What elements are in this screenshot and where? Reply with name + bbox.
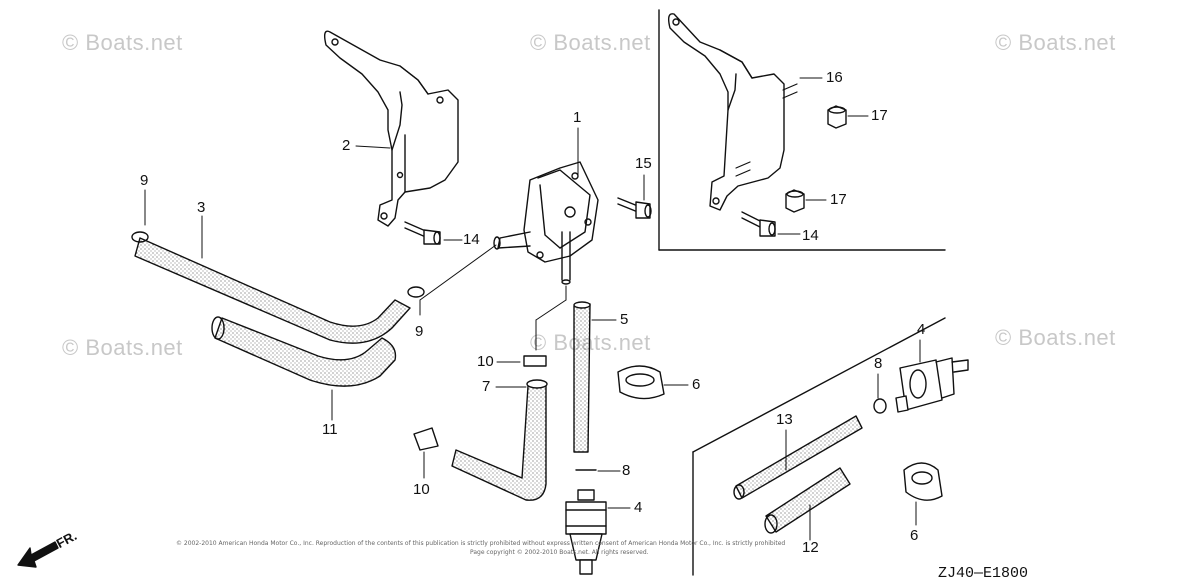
callout-11: 11: [322, 421, 338, 438]
callout-15: 15: [635, 155, 652, 172]
fuel-tube-11: [211, 316, 397, 387]
fuel-tube-7: [451, 379, 548, 501]
fuel-pump-1: [493, 161, 599, 285]
callout-5: 5: [620, 311, 629, 328]
callout-4: 4: [917, 321, 926, 338]
leader-lines: [144, 77, 921, 541]
callout-17: 17: [830, 191, 847, 208]
callout-2: 2: [342, 137, 351, 154]
callout-10: 10: [413, 481, 430, 498]
callout-14: 14: [463, 231, 480, 248]
callout-8: 8: [622, 462, 631, 479]
callout-4: 4: [634, 499, 643, 516]
clip-8: [575, 398, 887, 471]
bolt-15: [617, 197, 652, 219]
callout-1: 1: [573, 109, 582, 126]
clip-9: [131, 231, 425, 298]
inset-frame: [658, 9, 946, 576]
bracket-16: [667, 13, 798, 211]
fuel-tube-5: [573, 301, 591, 453]
fuel-filter-4: [565, 489, 607, 575]
watermark: © Boats.net: [995, 30, 1116, 55]
bolt-14: [404, 221, 441, 245]
fuel-tube-13: [733, 415, 863, 500]
watermark: © Boats.net: [995, 325, 1116, 350]
copyright-notice-2: Page copyright © 2002-2010 Boats.net. Al…: [470, 549, 649, 556]
callout-13: 13: [776, 411, 793, 428]
clip-10: [413, 355, 547, 451]
copyright-notice: © 2002-2010 American Honda Motor Co., In…: [176, 540, 786, 547]
nut-17: [827, 105, 847, 129]
callout-3: 3: [197, 199, 206, 216]
bracket-2: [323, 30, 459, 227]
callout-12: 12: [802, 539, 819, 556]
callout-10: 10: [477, 353, 494, 370]
nut-17-lower: [785, 189, 805, 213]
fuel-tube-12: [764, 467, 851, 534]
callout-8: 8: [874, 355, 883, 372]
fuel-filter-4-inset: [895, 357, 969, 413]
callout-6: 6: [692, 376, 701, 393]
callout-16: 16: [826, 69, 843, 86]
grommet-6: [617, 365, 943, 501]
fuel-tube-3: [134, 237, 411, 344]
diagram-code: ZJ40—E1800: [938, 565, 1029, 582]
callout-6: 6: [910, 527, 919, 544]
front-arrow: [17, 541, 59, 568]
callout-9: 9: [140, 172, 149, 189]
callout-7: 7: [482, 378, 491, 395]
callout-17: 17: [871, 107, 888, 124]
watermark: © Boats.net: [62, 30, 183, 55]
callout-9: 9: [415, 323, 424, 340]
bolt-14-inset: [741, 211, 776, 237]
watermark: © Boats.net: [530, 30, 651, 55]
watermark: © Boats.net: [62, 335, 183, 360]
callout-14: 14: [802, 227, 819, 244]
